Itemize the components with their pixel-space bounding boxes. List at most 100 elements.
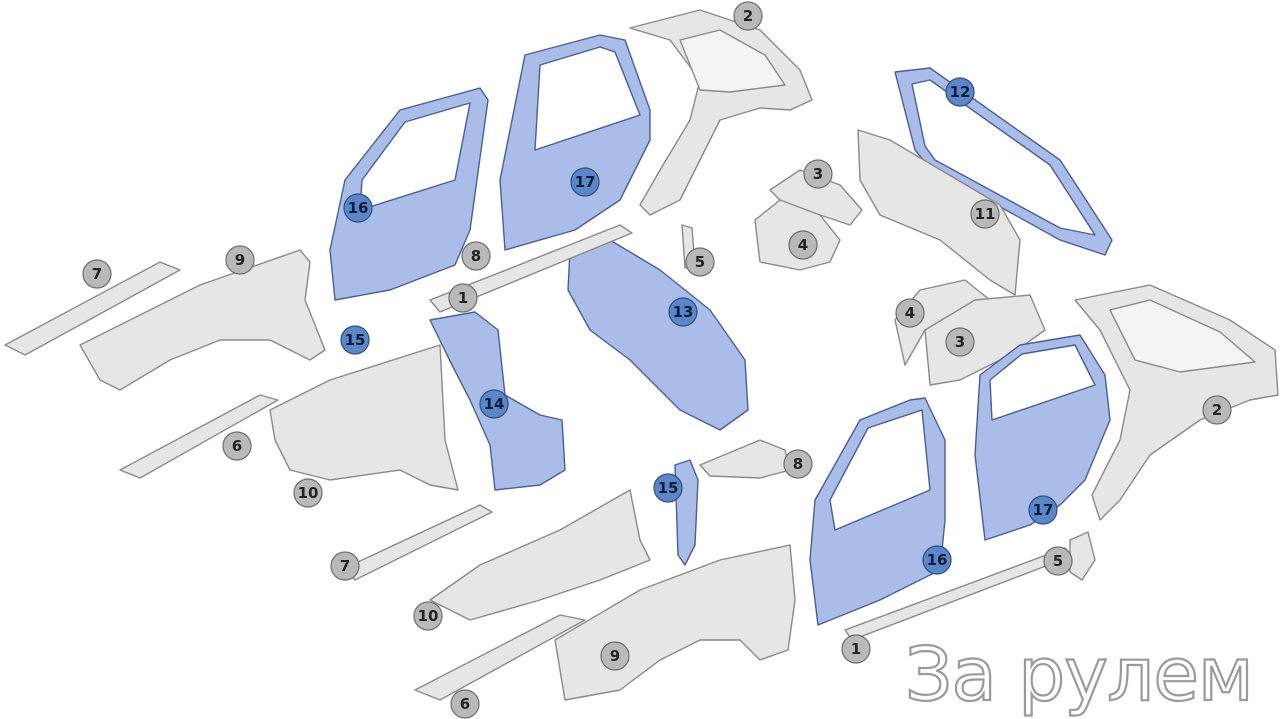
- callout-marker: [82, 259, 112, 289]
- callout-17: 17: [570, 167, 600, 197]
- callout-marker: [895, 298, 925, 328]
- callout-8: 8: [461, 241, 491, 271]
- callout-marker: [293, 478, 323, 508]
- callout-marker: [413, 601, 443, 631]
- callout-label: 17: [1033, 501, 1054, 519]
- callout-label: 1: [458, 289, 468, 307]
- part-front-door-lower-window: [829, 409, 931, 531]
- callout-label: 3: [955, 333, 965, 351]
- callout-10: 10: [293, 478, 323, 508]
- callout-label: 10: [298, 484, 319, 502]
- callout-label: 7: [92, 265, 102, 283]
- part-roof-rail-lower: [344, 504, 493, 581]
- part-rear-quarter-upper-window: [679, 29, 786, 93]
- callout-marker: [448, 283, 478, 313]
- callout-7: 7: [330, 551, 360, 581]
- part-b-pillar-small: [674, 459, 699, 566]
- callout-3: 3: [945, 327, 975, 357]
- callout-10: 10: [413, 601, 443, 631]
- callout-marker: [803, 159, 833, 189]
- callout-marker: [970, 199, 1000, 229]
- callout-label: 8: [471, 247, 481, 265]
- callout-label: 5: [695, 253, 705, 271]
- part-rear-door-lower-window: [989, 344, 1096, 421]
- part-apron-rail-lower: [414, 614, 586, 701]
- callout-marker: [685, 247, 715, 277]
- part-bracket-8: [699, 439, 791, 479]
- callout-label: 16: [927, 551, 948, 569]
- callout-marker: [668, 297, 698, 327]
- callout-8: 8: [783, 449, 813, 479]
- callout-marker: [1043, 546, 1073, 576]
- callout-marker: [340, 325, 370, 355]
- callout-label: 4: [798, 236, 808, 254]
- callout-marker: [653, 473, 683, 503]
- callout-1: 1: [841, 634, 871, 664]
- callout-marker: [479, 389, 509, 419]
- callout-label: 6: [460, 695, 470, 713]
- callout-12: 12: [945, 77, 975, 107]
- callout-marker: [330, 551, 360, 581]
- callout-label: 15: [345, 331, 366, 349]
- callout-1: 1: [448, 283, 478, 313]
- callout-marker: [945, 327, 975, 357]
- callout-label: 14: [484, 395, 505, 413]
- part-roof-rail-upper: [4, 261, 181, 356]
- callout-7: 7: [82, 259, 112, 289]
- part-rear-door-upper-window: [534, 46, 641, 151]
- callout-label: 5: [1053, 552, 1063, 570]
- callout-label: 13: [673, 303, 694, 321]
- parts-layer: [4, 9, 1279, 701]
- callout-9: 9: [225, 245, 255, 275]
- callout-9: 9: [600, 641, 630, 671]
- callout-2: 2: [1202, 395, 1232, 425]
- callout-marker: [222, 431, 252, 461]
- callout-marker: [450, 689, 480, 719]
- callout-label: 15: [658, 479, 679, 497]
- part-inner-wheel-arch-right-3: [924, 294, 1046, 386]
- callout-3: 3: [803, 159, 833, 189]
- part-rear-quarter-lower-window: [1109, 299, 1256, 373]
- callout-label: 9: [235, 251, 245, 269]
- callout-5: 5: [685, 247, 715, 277]
- part-inner-fender-lower: [429, 489, 651, 621]
- callout-marker: [945, 77, 975, 107]
- callout-5: 5: [1043, 546, 1073, 576]
- callout-label: 2: [743, 7, 753, 25]
- callout-6: 6: [222, 431, 252, 461]
- callout-marker: [783, 449, 813, 479]
- callout-label: 12: [950, 83, 971, 101]
- callout-label: 11: [975, 205, 996, 223]
- callout-label: 9: [610, 647, 620, 665]
- part-inner-fender-left: [269, 344, 459, 491]
- callout-marker: [461, 241, 491, 271]
- callout-14: 14: [479, 389, 509, 419]
- callout-label: 1: [851, 640, 861, 658]
- callout-marker: [570, 167, 600, 197]
- callout-label: 17: [575, 173, 596, 191]
- callout-marker: [841, 634, 871, 664]
- callout-15: 15: [653, 473, 683, 503]
- callout-label: 10: [418, 607, 439, 625]
- part-bracket-5-lower: [1069, 531, 1096, 581]
- callout-label: 6: [232, 437, 242, 455]
- callout-marker: [733, 1, 763, 31]
- callout-17: 17: [1028, 495, 1058, 525]
- callout-label: 7: [340, 557, 350, 575]
- callout-15: 15: [340, 325, 370, 355]
- logo-text: За рулем: [905, 632, 1253, 718]
- callout-marker: [225, 245, 255, 275]
- callout-11: 11: [970, 199, 1000, 229]
- callout-label: 2: [1212, 401, 1222, 419]
- part-dashboard-panel: [857, 129, 1021, 296]
- za-rulem-logo: За рулем: [904, 631, 1255, 719]
- callout-label: 8: [793, 455, 803, 473]
- callout-16: 16: [343, 193, 373, 223]
- callout-2: 2: [733, 1, 763, 31]
- part-inner-side-panel: [567, 239, 749, 431]
- callout-marker: [922, 545, 952, 575]
- callout-marker: [788, 230, 818, 260]
- callout-4: 4: [788, 230, 818, 260]
